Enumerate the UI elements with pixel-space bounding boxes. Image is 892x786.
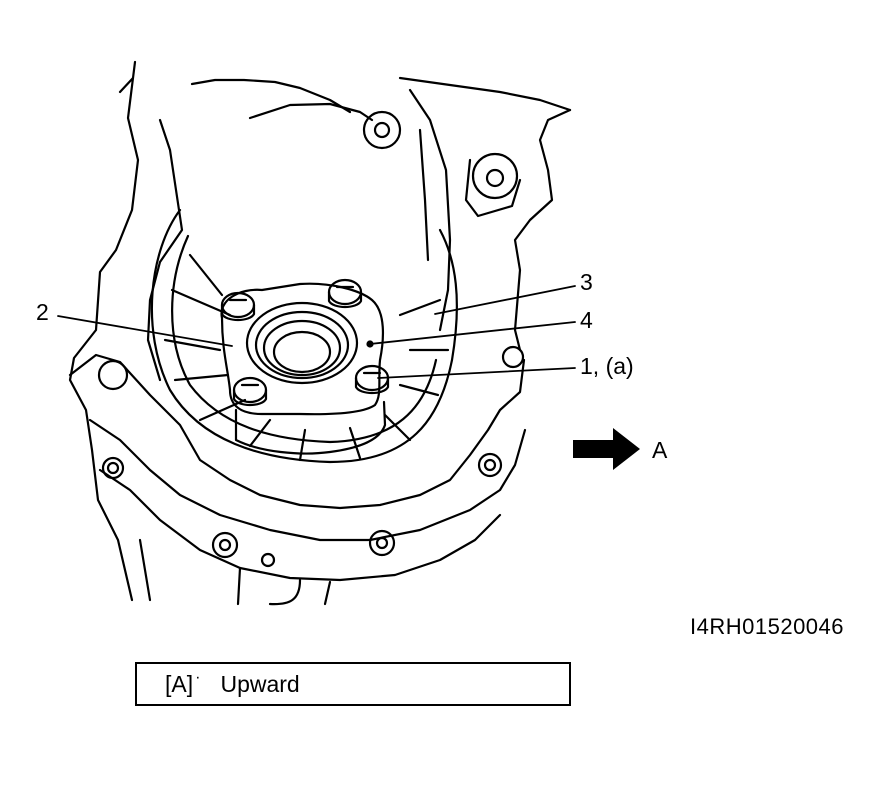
leader-2 — [57, 315, 233, 347]
boss-top-right-inner — [485, 168, 505, 188]
lower-body-3 — [268, 578, 302, 606]
view-direction-arrow-icon — [573, 428, 640, 470]
rib — [298, 428, 307, 462]
housing-top-ridge-2 — [248, 102, 374, 122]
flange-boss — [101, 456, 125, 480]
legend-key: [A] — [165, 670, 194, 697]
legend-value: Upward — [220, 670, 300, 697]
oil-seal-outer — [245, 301, 359, 385]
retainer-plate — [220, 282, 385, 416]
leader-dot-4 — [366, 340, 374, 348]
lower-body — [138, 538, 152, 602]
lower-body-2 — [236, 566, 242, 606]
lower-flange — [68, 353, 526, 510]
oil-seal-bore — [272, 330, 332, 374]
callout-1: 1, (a) — [580, 353, 634, 379]
callout-4: 4 — [580, 307, 593, 333]
rib — [398, 383, 440, 397]
case-opening-inner — [171, 234, 438, 444]
leader-4 — [369, 321, 576, 345]
legend-separator: · — [195, 669, 201, 686]
housing-top-ridge — [190, 78, 352, 114]
callout-a: A — [652, 437, 668, 463]
lower-flange-2 — [88, 418, 527, 542]
oil-seal-ring-2 — [262, 319, 342, 377]
flange-boss — [368, 529, 396, 557]
housing-top-ridge-3 — [398, 76, 572, 112]
bolt-bottom-right — [354, 364, 390, 395]
rib — [398, 298, 442, 317]
flange-boss-inner — [483, 458, 497, 472]
case-opening — [150, 208, 458, 464]
housing-inner-right-2 — [418, 128, 430, 262]
boss-top-right — [471, 152, 519, 200]
flange-boss — [260, 552, 276, 568]
rib — [188, 253, 224, 297]
legend-box: [A] · Upward — [135, 662, 571, 706]
rib — [348, 426, 362, 460]
rib — [163, 338, 222, 352]
boss-top-center-inner — [373, 121, 391, 139]
housing-outline-left — [68, 60, 140, 602]
callout-2: 2 — [36, 299, 49, 325]
flange-boss-inner — [218, 538, 232, 552]
flange-boss-inner — [375, 536, 389, 550]
lower-body-4 — [323, 580, 332, 606]
callout-3: 3 — [580, 269, 593, 295]
oil-seal-ring-1 — [254, 310, 350, 380]
lower-flange-3 — [98, 468, 502, 582]
boss-top-center — [362, 110, 402, 150]
retainer-base — [234, 400, 387, 455]
rib — [383, 413, 412, 442]
flange-boss-inner — [106, 461, 120, 475]
boss-top-right-tab — [464, 158, 522, 218]
rib — [248, 418, 272, 448]
housing-right-edge — [513, 108, 572, 352]
flange-boss — [211, 531, 239, 559]
bolt-top-right — [327, 278, 363, 309]
rib — [173, 373, 230, 382]
flange-boss — [501, 345, 525, 369]
bolt-bottom-left — [232, 376, 268, 407]
bolt-top-left — [220, 291, 256, 322]
rib — [170, 288, 232, 317]
leader-1 — [377, 367, 576, 379]
figure-code: I4RH01520046 — [690, 614, 845, 639]
flange-boss — [477, 452, 503, 478]
flange-boss — [97, 359, 129, 391]
leader-3 — [434, 285, 576, 315]
housing-inner-left — [146, 118, 184, 382]
housing-inner-right — [408, 88, 452, 332]
